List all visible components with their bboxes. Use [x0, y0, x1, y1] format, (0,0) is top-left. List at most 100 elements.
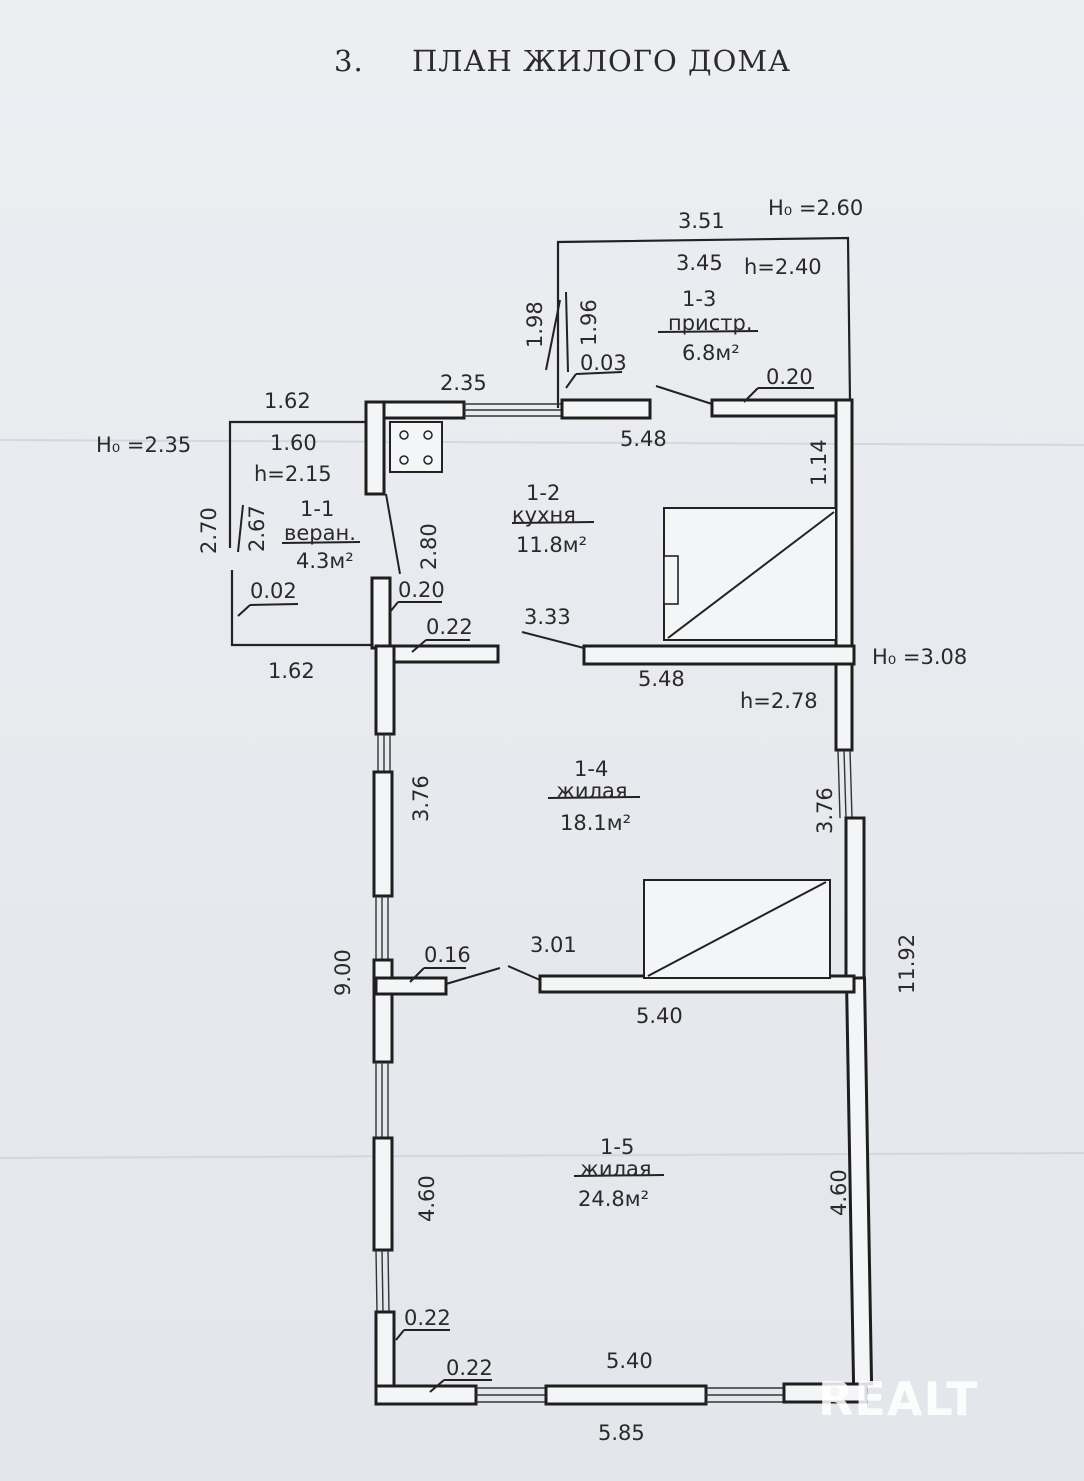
plan-title-text: ПЛАН ЖИЛОГО ДОМА — [412, 44, 792, 78]
dim-2-70: 2.70 — [197, 507, 221, 554]
room-1-4-area: 18.1м² — [560, 811, 631, 835]
dim-5-48-top: 5.48 — [620, 427, 667, 451]
paper-fold-line — [0, 1152, 1084, 1159]
wall-kitchen-top-right — [710, 398, 854, 418]
dim-1-60: 1.60 — [270, 431, 317, 455]
window-kitchen-top — [464, 403, 562, 417]
dim-0-02: 0.02 — [250, 579, 297, 603]
veranda-outline-bottom — [230, 570, 378, 647]
room-1-5-id: 1-5 — [600, 1135, 634, 1159]
realt-watermark-logo: REALT — [818, 1372, 979, 1426]
h-house-label: h=2.78 — [740, 689, 818, 713]
window-bottom-b — [706, 1387, 784, 1403]
paper-fold-line — [0, 439, 1084, 446]
room-1-3-label: 1-3 пристр. 6.8м² — [668, 287, 753, 365]
wall-kitchen-left-upper — [364, 400, 386, 496]
dim-11-92: 11.92 — [895, 934, 919, 994]
window-right-1-4 — [837, 749, 853, 819]
room-1-4-label: 1-4 жилая 18.1м² — [556, 757, 631, 835]
extension-outline — [556, 236, 852, 408]
room-1-4-id: 1-4 — [574, 757, 608, 781]
wall-left-1 — [374, 644, 396, 736]
dim-0-16: 0.16 — [424, 943, 471, 967]
room-1-2-type: кухня — [512, 503, 576, 527]
wall-left-2 — [372, 770, 394, 898]
window-left-1-5-b — [375, 1249, 390, 1313]
H0-house-label: Н₀ =3.08 — [872, 645, 967, 669]
wall-partition-1-2-right — [582, 644, 856, 666]
dim-0-22-b: 0.22 — [404, 1306, 451, 1330]
room-1-1-type: веран. — [284, 521, 356, 545]
wall-bottom-mid — [544, 1384, 708, 1406]
H0-veranda-label: Н₀ =2.35 — [96, 433, 191, 457]
dim-3-01: 3.01 — [530, 933, 577, 957]
window-left-1-4-a — [377, 734, 391, 772]
dim-0-22-c: 0.22 — [446, 1356, 493, 1380]
dim-3-76-right: 3.76 — [813, 787, 837, 834]
wall-partition-1-5-left — [374, 976, 448, 996]
H0-extension-label: Н₀ =2.60 — [768, 196, 863, 220]
window-left-1-5-a — [375, 1062, 389, 1138]
door-swing-kitchen-top — [655, 385, 713, 405]
room-1-2-label: 1-2 кухня 11.8м² — [512, 481, 587, 557]
wall-kitchen-top-mid — [560, 398, 652, 420]
dim-1-62-top: 1.62 — [264, 389, 311, 413]
room-1-1-area: 4.3м² — [296, 549, 354, 573]
dim-2-80: 2.80 — [417, 523, 441, 570]
dim-0-20-top: 0.20 — [766, 365, 813, 389]
furnace-kitchen-icon — [663, 507, 837, 641]
dim-3-51: 3.51 — [678, 209, 725, 233]
wall-right-mid — [844, 816, 866, 980]
dim-2-35: 2.35 — [440, 371, 487, 395]
wall-left-4 — [372, 1136, 394, 1252]
dim-5-40-mid: 5.40 — [636, 1004, 683, 1028]
wall-right-upper — [834, 398, 854, 752]
dim-1-62-bottom: 1.62 — [268, 659, 315, 683]
dim-3-33: 3.33 — [524, 605, 571, 629]
dim-0-20-mid: 0.20 — [398, 578, 445, 602]
room-1-3-type: пристр. — [668, 311, 753, 335]
dimension-leaders — [237, 291, 814, 1393]
window-left-1-4-b — [375, 896, 389, 960]
dim-0-22-a: 0.22 — [426, 615, 473, 639]
room-1-5-type: жилая — [580, 1157, 652, 1181]
room-1-2-id: 1-2 — [526, 481, 560, 505]
dim-5-40-bottom: 5.40 — [606, 1349, 653, 1373]
wall-left-3 — [372, 958, 394, 1064]
window-bottom-a — [476, 1387, 546, 1403]
door-swing-1-5-b — [507, 965, 541, 981]
door-swing-veranda — [385, 493, 401, 575]
furnace-room-1-4-icon — [643, 879, 831, 979]
dim-1-14: 1.14 — [807, 439, 831, 486]
room-1-2-area: 11.8м² — [516, 533, 587, 557]
room-1-1-label: 1-1 веран. 4.3м² — [284, 497, 356, 573]
room-1-3-id: 1-3 — [682, 287, 716, 311]
dim-4-60-right: 4.60 — [827, 1169, 851, 1216]
dim-1-96: 1.96 — [577, 299, 601, 346]
stove-burners-icon — [399, 430, 433, 465]
dim-4-60-left: 4.60 — [415, 1175, 439, 1222]
room-label-underlines — [281, 330, 759, 1177]
door-swing-1-4 — [521, 631, 585, 649]
room-1-1-id: 1-1 — [300, 497, 334, 521]
room-1-5-label: 1-5 жилая 24.8м² — [578, 1135, 652, 1211]
wall-kitchen-left-lower — [370, 576, 392, 650]
dim-2-67: 2.67 — [245, 505, 269, 552]
h-extension-label: h=2.40 — [744, 255, 822, 279]
room-1-4-type: жилая — [556, 779, 628, 803]
door-swing-1-5 — [445, 967, 501, 985]
stove-icon — [389, 421, 443, 473]
dim-1-98: 1.98 — [523, 301, 547, 348]
room-1-3-area: 6.8м² — [682, 341, 740, 365]
dim-5-85: 5.85 — [598, 1421, 645, 1445]
wall-bottom-right — [782, 1382, 868, 1404]
veranda-outline-top — [228, 420, 365, 548]
dim-5-48-mid: 5.48 — [638, 667, 685, 691]
dim-3-45: 3.45 — [676, 251, 723, 275]
h-veranda-label: h=2.15 — [254, 462, 332, 486]
dim-3-76-left: 3.76 — [409, 775, 433, 822]
wall-bottom-left — [374, 1384, 478, 1406]
dim-9-00: 9.00 — [331, 949, 355, 996]
